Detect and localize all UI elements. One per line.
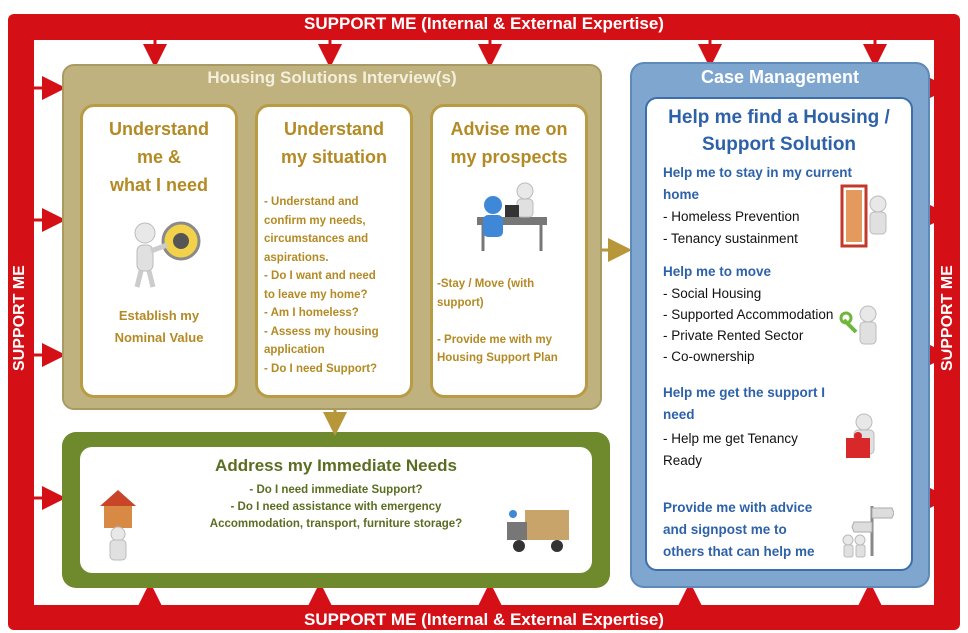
card-body-line: support)	[437, 296, 484, 309]
card-title-line: Advise me on	[450, 119, 568, 139]
arrows-left	[34, 76, 66, 510]
case-heading-line: Help me find a Housing /	[668, 107, 890, 128]
top-support-label: SUPPORT ME (Internal & External Expertis…	[304, 14, 664, 33]
case-item: - Social Housing	[663, 286, 762, 301]
card-body-line: - Understand and	[264, 196, 359, 208]
case-item: Ready	[663, 453, 703, 468]
immediate-needs-title: Address my Immediate Needs	[215, 456, 457, 475]
card-body-line: circumstances and	[264, 233, 369, 245]
person-at-door-icon	[838, 182, 894, 257]
case-section-heading: others that can help me	[663, 544, 815, 559]
arrows-bottom	[138, 582, 882, 606]
person-with-key-icon	[838, 300, 888, 369]
card-body-line: - Provide me with my	[437, 333, 553, 346]
case-heading-line: Support Solution	[701, 134, 857, 155]
signpost-people-icon	[838, 500, 895, 563]
case-section-heading: Provide me with advice	[663, 500, 813, 515]
card-body-line: to leave my home?	[264, 288, 368, 301]
case-section-heading: and signpost me to	[663, 522, 787, 537]
case-item: - Co-ownership	[663, 349, 755, 364]
immediate-needs-line: Accommodation, transport, furniture stor…	[209, 518, 463, 530]
card-body-line: - Do I want and need	[264, 270, 376, 282]
card-body-line: application	[264, 344, 325, 356]
card-understand-me: Understand me & what I need Establish my…	[80, 104, 238, 398]
card-body-line: - Assess my housing	[264, 325, 379, 338]
case-item: - Help me get Tenancy	[663, 431, 798, 446]
case-section-heading: Help me get the support I	[663, 385, 826, 400]
case-item: - Homeless Prevention	[663, 209, 800, 224]
person-with-dial-icon	[123, 211, 203, 296]
case-item: - Private Rented Sector	[663, 328, 804, 343]
card-title-line: Understand	[283, 119, 384, 139]
arrows-top	[143, 40, 887, 68]
immediate-needs-line: - Do I need assistance with emergency	[230, 501, 442, 513]
card-body-line: - Do I need Support?	[264, 362, 378, 375]
housing-solutions-title: Housing Solutions Interview(s)	[207, 68, 457, 87]
case-item: - Tenancy sustainment	[663, 231, 798, 246]
card-body-line: Nominal Value	[114, 330, 204, 345]
card-understand-situation: Understand my situation - Understand and…	[255, 104, 413, 398]
card-title-line: what I need	[109, 175, 208, 195]
case-item: - Supported Accommodation	[663, 307, 834, 322]
card-body-line: -Stay / Move (with	[437, 278, 535, 290]
case-management-title: Case Management	[700, 67, 860, 87]
case-section-heading: home	[663, 187, 700, 202]
person-with-puzzle-icon	[836, 410, 890, 481]
card-title-line: my situation	[280, 147, 387, 167]
card-body-line: Establish my	[118, 308, 200, 323]
card-title-line: me &	[136, 147, 181, 167]
arrows-right	[926, 76, 950, 510]
card-body-line: confirm my needs,	[264, 214, 366, 227]
immediate-needs-inner	[80, 447, 592, 573]
bottom-support-label: SUPPORT ME (Internal & External Expertis…	[304, 610, 664, 629]
card-advise-prospects: Advise me on my prospects -Stay / Move (…	[430, 104, 588, 398]
card-body-line: Housing Support Plan	[437, 352, 558, 364]
advisor-at-desk-icon	[467, 177, 557, 262]
card-title-line: Understand	[108, 119, 209, 139]
case-section-heading: Help me to stay in my current	[663, 165, 853, 180]
card-body-line: - Am I homeless?	[264, 307, 359, 319]
case-section-heading: need	[663, 407, 695, 422]
case-section-heading: Help me to move	[663, 264, 772, 279]
card-body-line: aspirations.	[264, 251, 329, 264]
delivery-truck-icon	[505, 504, 571, 561]
person-carrying-house-icon	[92, 488, 144, 568]
card-title-line: my prospects	[450, 147, 568, 167]
immediate-needs-line: - Do I need immediate Support?	[249, 484, 423, 496]
